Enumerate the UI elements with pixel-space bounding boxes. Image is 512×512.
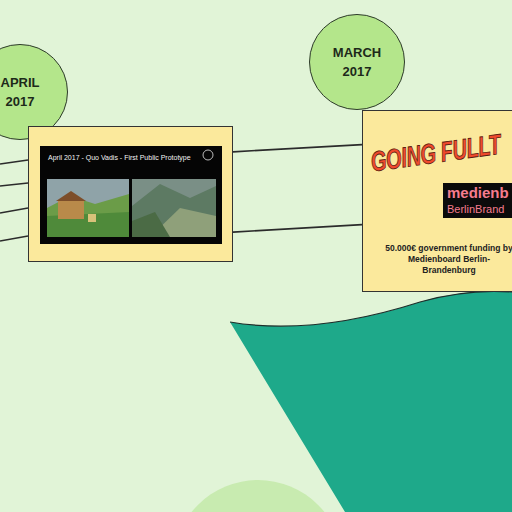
funding-note: 50.000€ government funding by Medienboar… — [385, 243, 512, 276]
logo-text: BerlinBrand — [447, 202, 509, 216]
timeline-line — [0, 183, 28, 186]
headline: GOING FULLT — [369, 128, 503, 178]
milestone-box: April 2017 - Quo Vadis - First Public Pr… — [28, 126, 233, 262]
milestone-box: medienbBerlinBrand GOING FULLT 50.000€ gov… — [362, 110, 512, 292]
date-label: APRIL 2017 — [0, 73, 46, 111]
date-label: MARCH 2017 — [331, 43, 383, 81]
logo-text: medienb — [447, 184, 509, 202]
timeline-line — [0, 208, 28, 213]
date-circle: MARCH 2017 — [309, 14, 405, 110]
screenshot-caption: April 2017 - Quo Vadis - First Public Pr… — [48, 154, 191, 161]
teal-shape — [230, 291, 512, 512]
sponsor-logo: medienbBerlinBrand — [443, 183, 512, 218]
screenshot-panel: April 2017 - Quo Vadis - First Public Pr… — [40, 146, 222, 244]
teal-outline — [230, 291, 512, 326]
timeline-line — [0, 160, 28, 164]
bottom-circle — [173, 480, 343, 512]
timeline-line — [0, 236, 28, 241]
connector — [233, 145, 362, 152]
connector — [233, 225, 362, 232]
